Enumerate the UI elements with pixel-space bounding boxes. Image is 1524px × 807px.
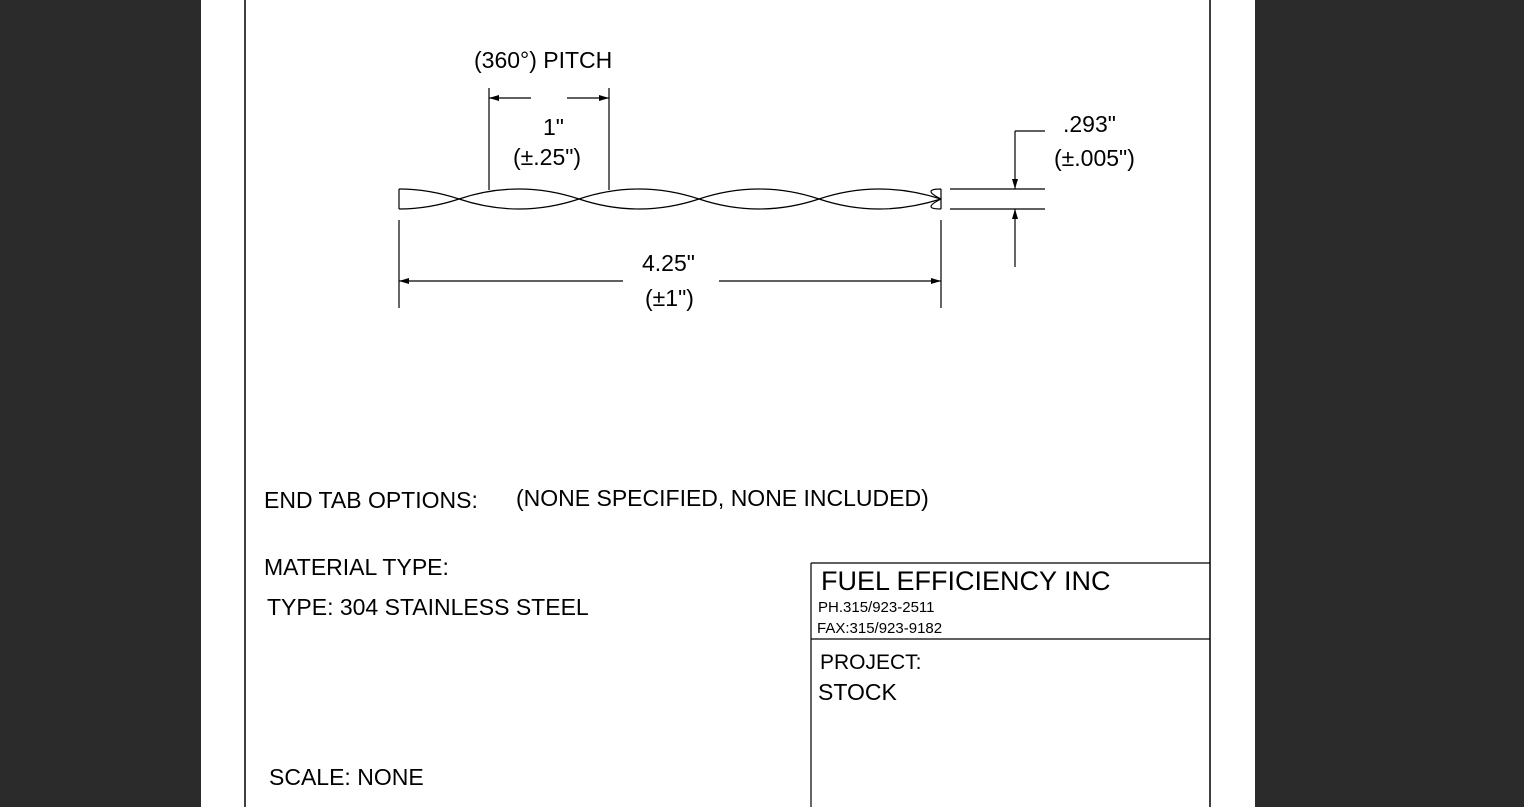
length-dimension (398, 220, 942, 308)
thickness-value: .293" (1063, 111, 1116, 137)
company-phone: PH.315/923-2511 (818, 599, 935, 616)
length-tolerance: (±1") (645, 285, 694, 311)
project-label: PROJECT: (820, 651, 922, 674)
end-tab-value: (NONE SPECIFIED, NONE INCLUDED) (516, 485, 929, 511)
project-value: STOCK (818, 679, 897, 705)
thickness-tolerance: (±.005") (1054, 145, 1135, 171)
company-fax: FAX:315/923-9182 (817, 620, 943, 637)
material-value: TYPE: 304 STAINLESS STEEL (267, 594, 589, 620)
technical-drawing (244, 0, 1211, 807)
drawing-page: (360°) PITCH 1" (±.25") .293" (±.005") 4… (201, 0, 1255, 807)
pitch-value: 1" (543, 114, 564, 140)
pitch-dimension (488, 88, 610, 190)
twisted-strip (398, 188, 942, 210)
pitch-tolerance: (±.25") (513, 144, 582, 170)
company-name: FUEL EFFICIENCY INC (821, 566, 1111, 596)
material-label: MATERIAL TYPE: (264, 554, 449, 580)
end-tab-label: END TAB OPTIONS: (264, 487, 478, 513)
pitch-label: (360°) PITCH (474, 47, 613, 73)
scale-note: SCALE: NONE (269, 764, 424, 790)
length-value: 4.25" (642, 250, 695, 276)
thickness-dimension (950, 130, 1045, 267)
title-block-frame (810, 562, 1210, 807)
